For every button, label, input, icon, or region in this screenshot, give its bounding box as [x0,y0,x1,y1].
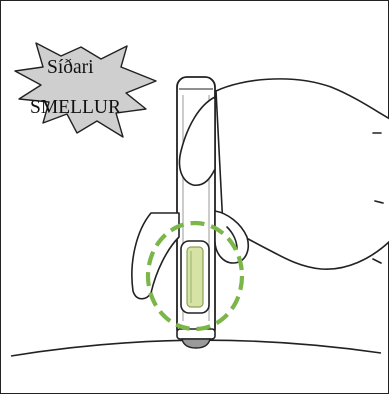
pen-window-fill [187,247,203,307]
pen-base-ring [177,329,215,339]
callout-text-line2: SMELLUR [30,98,166,118]
callout-text-line1: Síðari [47,58,183,78]
pen-needle-shield [182,339,210,348]
